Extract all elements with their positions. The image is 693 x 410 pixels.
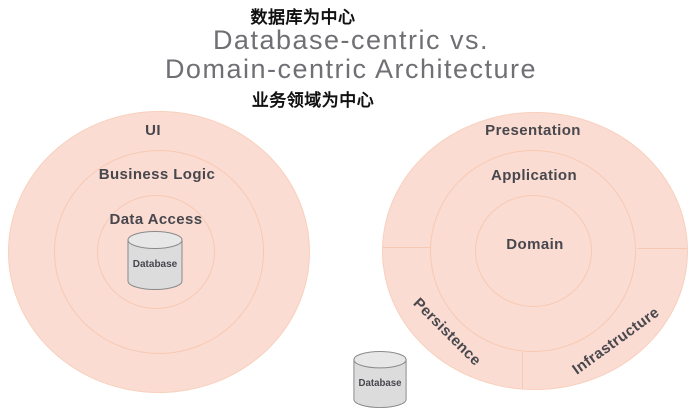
database-cylinder-icon: Database	[127, 231, 183, 290]
right-database-label: Database	[359, 378, 403, 389]
right-circle-inner-ring	[475, 195, 592, 307]
right-label-domain: Domain	[506, 236, 564, 253]
sector-divider-right	[637, 248, 687, 249]
right-label-application: Application	[490, 167, 578, 184]
annotation-database-centric-chinese: 数据库为中心	[250, 8, 356, 27]
left-circle-middle-ring	[54, 150, 264, 354]
left-label-ui: UI	[145, 122, 161, 139]
annotation-domain-centric-chinese: 业务领域为中心	[251, 91, 375, 110]
title-line-1: Database-centric vs.	[212, 25, 490, 55]
left-label-business-logic: Business Logic	[98, 166, 216, 183]
page-title: Database-centric vs. Domain-centric Arch…	[165, 26, 537, 84]
right-circle-middle-ring	[430, 150, 636, 352]
database-cylinder-icon: Database	[353, 351, 407, 409]
title-line-2: Domain-centric Architecture	[164, 54, 538, 84]
left-label-data-access: Data Access	[109, 211, 203, 228]
sector-divider-left	[383, 247, 431, 248]
left-database-label: Database	[133, 259, 178, 270]
right-label-presentation: Presentation	[485, 122, 581, 139]
left-circle-inner-ring	[97, 195, 215, 309]
sector-divider-bottom	[522, 352, 523, 389]
